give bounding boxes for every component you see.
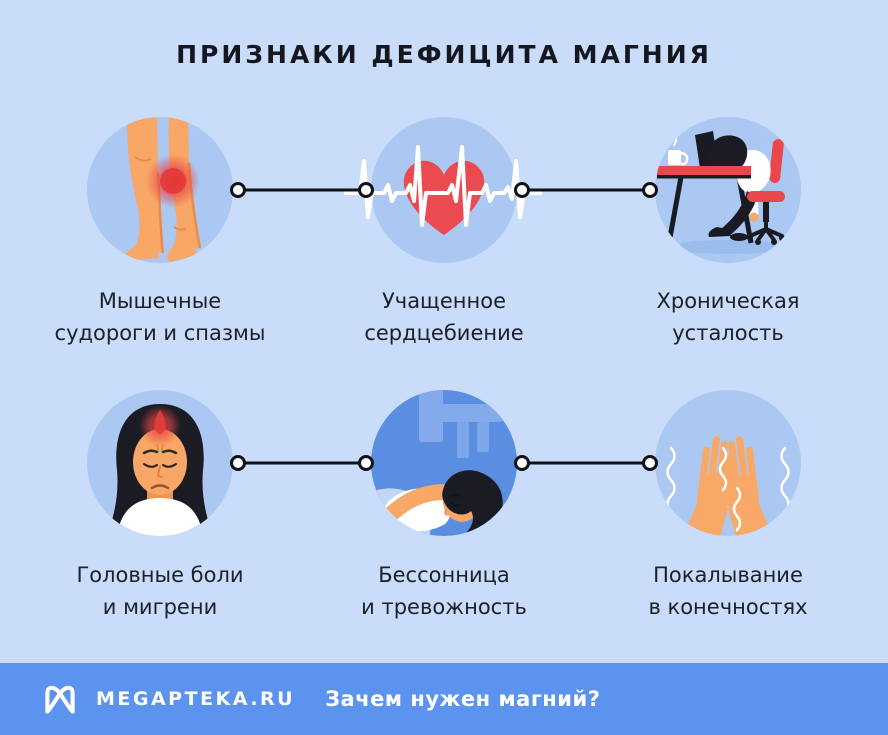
symptom-label-tingling: Покалывание в конечностях: [588, 559, 868, 623]
label-line-1: Мышечные: [98, 289, 222, 313]
label-line-2: усталость: [672, 321, 784, 345]
brand-name[interactable]: MEGAPTEKA.RU: [96, 688, 296, 710]
headache-illustration: [87, 390, 233, 536]
muscle-cramps-illustration: [87, 117, 233, 263]
symptom-label-fatigue: Хроническая усталость: [588, 285, 868, 349]
tingling-illustration: [655, 390, 801, 536]
symptom-label-insomnia: Бессонница и тревожность: [304, 559, 584, 623]
symptom-label-muscle-cramps: Мышечные судороги и спазмы: [20, 285, 300, 349]
label-line-2: в конечностях: [648, 595, 808, 619]
chronic-fatigue-illustration: [655, 117, 801, 263]
page-title: ПРИЗНАКИ ДЕФИЦИТА МАГНИЯ: [176, 40, 712, 69]
symptom-label-heartbeat: Учащенное сердцебиение: [304, 285, 584, 349]
headache-woman-icon: [87, 390, 233, 536]
megapteka-logo-icon: [45, 685, 75, 714]
label-line-2: и тревожность: [361, 595, 527, 619]
rapid-heartbeat-illustration: [344, 117, 544, 263]
insomnia-illustration: [371, 390, 517, 536]
label-line-1: Головные боли: [76, 563, 244, 587]
symptom-label-headache: Головные боли и мигрени: [20, 559, 300, 623]
sleeping-person-icon: [371, 390, 517, 536]
tired-at-desk-icon: [655, 117, 801, 263]
label-line-1: Покалывание: [653, 563, 803, 587]
tingling-hands-icon: [655, 390, 801, 536]
footer-link[interactable]: Зачем нужен магний?: [325, 687, 601, 711]
label-line-1: Хроническая: [656, 289, 800, 313]
muscle-cramps-legs-icon: [87, 117, 233, 263]
label-line-1: Бессонница: [378, 563, 510, 587]
label-line-2: судороги и спазмы: [54, 321, 266, 345]
footer-bar: MEGAPTEKA.RU Зачем нужен магний?: [0, 663, 888, 735]
label-line-2: сердцебиение: [364, 321, 524, 345]
label-line-1: Учащенное: [381, 289, 506, 313]
heart-ekg-icon: [344, 117, 542, 263]
label-line-2: и мигрени: [102, 595, 218, 619]
